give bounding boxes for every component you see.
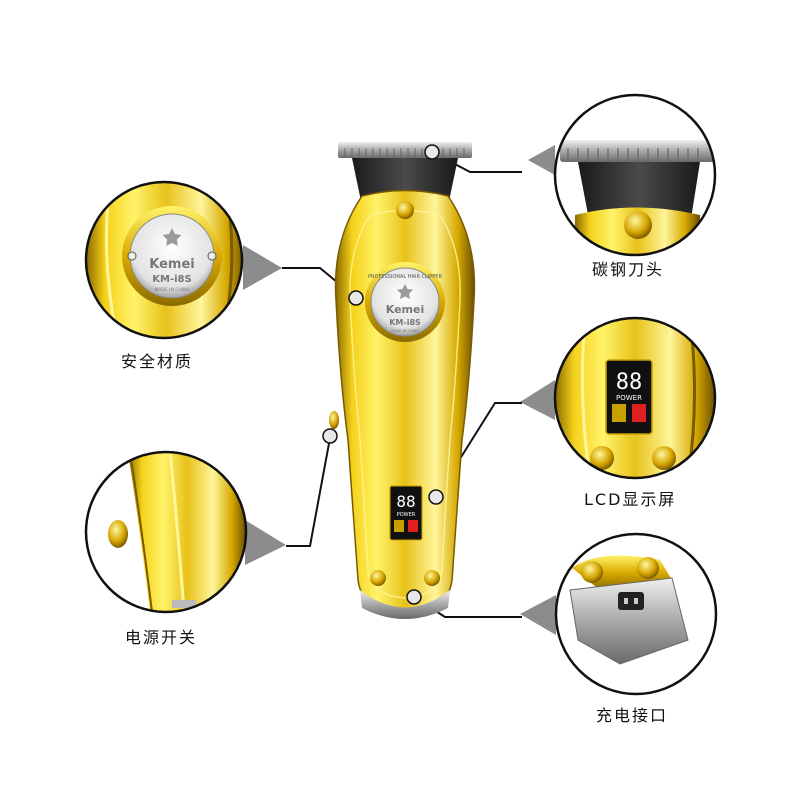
label-power-switch: 电源开关 xyxy=(125,628,198,647)
label-blade: 碳钢刀头 xyxy=(592,260,665,279)
lcd-digits: 88 xyxy=(396,492,415,511)
badge-top-text: PROFESSIONAL HAIR CLIPPER xyxy=(368,274,442,280)
hair-clipper: PROFESSIONAL HAIR CLIPPER Kemei KM-i8S M… xyxy=(329,142,476,619)
pointer-dot-blade xyxy=(424,144,440,160)
line-power xyxy=(286,437,331,547)
pointer-dot-power xyxy=(322,428,338,444)
detail-lcd: 88 POWER xyxy=(553,316,717,480)
wedge-charge xyxy=(520,595,556,635)
wedge-safe xyxy=(243,245,282,290)
wedge-power xyxy=(245,520,286,565)
svg-text:MADE IN CHINA: MADE IN CHINA xyxy=(154,287,190,293)
wedge-blade xyxy=(528,145,555,175)
svg-text:KM-i8S: KM-i8S xyxy=(152,274,191,285)
svg-text:Kemei: Kemei xyxy=(149,257,194,272)
label-charge-port: 充电接口 xyxy=(596,706,669,725)
pointer-dot-safe xyxy=(348,290,364,306)
pointer-dot-charge xyxy=(406,589,422,605)
svg-text:POWER: POWER xyxy=(616,394,642,402)
pointer-dot-lcd xyxy=(428,489,444,505)
detail-blade xyxy=(553,93,717,257)
svg-text:88: 88 xyxy=(616,370,643,395)
badge-model: KM-i8S xyxy=(389,318,421,327)
label-safe-material: 安全材质 xyxy=(121,352,194,371)
badge-origin: MADE IN CHINA xyxy=(391,329,419,333)
label-lcd: LCD显示屏 xyxy=(584,490,677,509)
star-icon xyxy=(397,284,413,300)
badge-brand: Kemei xyxy=(386,303,424,316)
brand-badge xyxy=(370,267,440,337)
wedge-lcd xyxy=(520,380,555,420)
detail-power-switch xyxy=(84,450,248,614)
lcd-word: POWER xyxy=(397,512,416,518)
detail-charge-port xyxy=(554,532,718,696)
detail-safe-material: Kemei KM-i8S MADE IN CHINA xyxy=(84,180,244,340)
